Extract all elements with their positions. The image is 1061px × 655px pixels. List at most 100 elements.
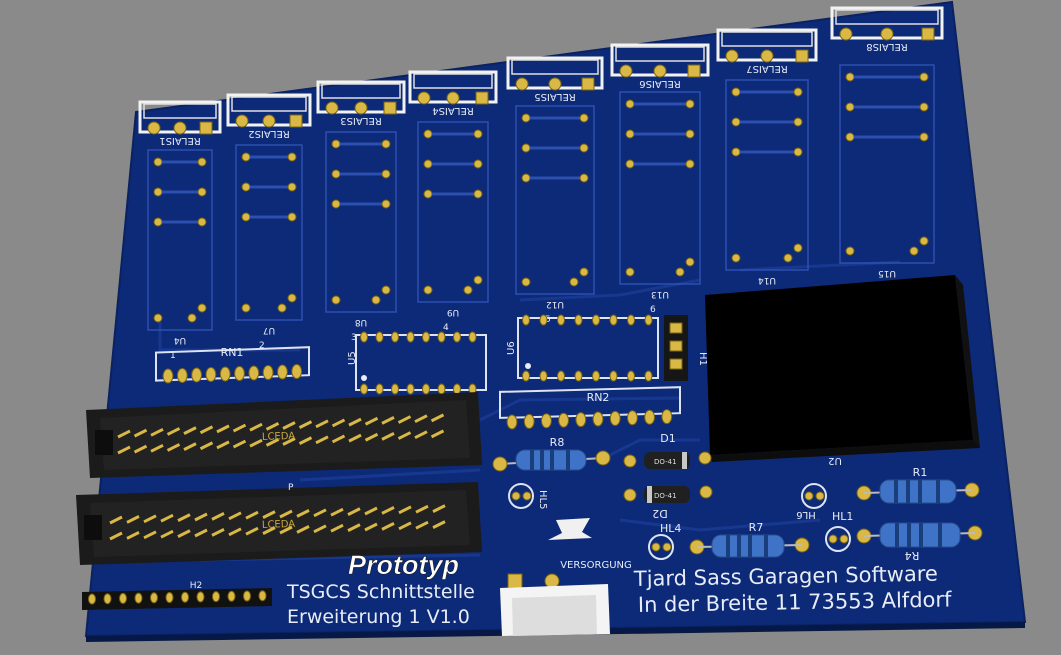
hl1-led: HL1 bbox=[825, 510, 853, 552]
connector-pin bbox=[364, 416, 379, 426]
pad bbox=[557, 314, 565, 326]
relay-pad bbox=[417, 91, 431, 105]
pad bbox=[360, 331, 368, 343]
relay-footprint bbox=[147, 149, 213, 331]
p-label: P bbox=[288, 483, 294, 493]
pad bbox=[165, 592, 174, 603]
connector-pin bbox=[232, 439, 247, 449]
relay-pad bbox=[262, 114, 276, 128]
d1-body-text: DO-41 bbox=[654, 458, 677, 466]
pad bbox=[522, 314, 530, 326]
connector-pin bbox=[282, 421, 296, 430]
relay-pad bbox=[153, 157, 163, 167]
relay-pad bbox=[793, 147, 803, 157]
pad bbox=[557, 370, 565, 382]
relay-label: RELAIS5 bbox=[534, 91, 576, 102]
relay-pad bbox=[625, 99, 635, 109]
relay-pad bbox=[760, 49, 774, 63]
relay-pad bbox=[685, 99, 695, 109]
pad bbox=[541, 413, 552, 429]
relay-label: RELAIS3 bbox=[340, 115, 382, 126]
h2-label: H2 bbox=[190, 581, 203, 591]
pad bbox=[522, 370, 530, 382]
connector-pin bbox=[432, 520, 446, 529]
relay-footprint bbox=[515, 105, 595, 295]
relay-pad bbox=[475, 91, 489, 105]
r1-label: R1 bbox=[913, 466, 928, 479]
pad bbox=[592, 314, 600, 326]
relay-pad bbox=[423, 189, 433, 199]
rn2-label: RN2 bbox=[587, 391, 610, 404]
logo-hat-icon bbox=[548, 518, 592, 540]
connector-pin bbox=[415, 520, 429, 530]
relay-pad bbox=[579, 113, 589, 123]
d1-diode: DO-41 D1 bbox=[623, 432, 712, 469]
pad bbox=[539, 370, 548, 382]
relay-number-label: 6 bbox=[650, 305, 656, 315]
pad bbox=[191, 367, 203, 383]
relay-number-label: 4 bbox=[443, 323, 449, 333]
pad bbox=[391, 383, 399, 395]
u5-ic-socket: U5 bbox=[347, 331, 487, 395]
connector-pin bbox=[432, 504, 446, 513]
pad bbox=[627, 410, 638, 426]
relay-pad bbox=[153, 217, 163, 227]
connector-pin bbox=[133, 428, 148, 438]
d2-diode: DO-41 D2 bbox=[623, 485, 713, 520]
pad bbox=[422, 383, 430, 395]
pad bbox=[437, 331, 446, 343]
connector-pin bbox=[262, 510, 276, 519]
relay-ref-label: U4 bbox=[174, 335, 187, 345]
connector-pin bbox=[249, 422, 263, 432]
relay-pad bbox=[579, 143, 589, 153]
relay-pad bbox=[197, 157, 207, 167]
relay-ref-label: U7 bbox=[263, 325, 275, 335]
pad bbox=[176, 368, 188, 383]
connector-pin bbox=[126, 531, 140, 540]
relay-pad bbox=[619, 64, 633, 78]
lcd-connector-top: LCEDA bbox=[86, 392, 482, 478]
relay-pad bbox=[909, 246, 919, 256]
relay-label: RELAIS2 bbox=[248, 128, 290, 139]
pad bbox=[644, 370, 653, 382]
pad bbox=[248, 365, 260, 381]
connector-pin bbox=[313, 508, 327, 518]
relay-pad bbox=[521, 113, 531, 123]
connector-pin bbox=[126, 515, 140, 524]
connector-pin bbox=[245, 526, 259, 536]
relay-pad bbox=[919, 72, 929, 82]
relay-pad bbox=[423, 129, 433, 139]
relay-pad bbox=[277, 303, 287, 313]
relay-pad bbox=[625, 159, 635, 169]
pad bbox=[609, 370, 618, 382]
connector-pin bbox=[315, 419, 329, 429]
rn1-resistor-network: RN1 bbox=[155, 346, 310, 384]
pad bbox=[644, 409, 655, 425]
connector-pin bbox=[109, 515, 123, 525]
relay-pad bbox=[331, 295, 341, 305]
connector-pin bbox=[245, 510, 259, 520]
title-line-2: Erweiterung 1 V1.0 bbox=[287, 606, 470, 628]
relay-pad bbox=[845, 132, 855, 142]
connector-pin bbox=[262, 526, 276, 535]
relay-pad bbox=[423, 285, 433, 295]
connector-pin bbox=[330, 523, 344, 533]
relay-label: RELAIS8 bbox=[866, 41, 908, 52]
relay-pad bbox=[521, 173, 531, 183]
connector-pin bbox=[364, 432, 379, 442]
connector-pin bbox=[166, 427, 181, 436]
d2-label: D2 bbox=[652, 507, 667, 520]
connector-pin bbox=[177, 513, 191, 522]
relay-pad bbox=[354, 101, 368, 115]
relay-pad bbox=[845, 102, 855, 112]
relay-pad bbox=[187, 313, 197, 323]
relay-ref-label: U15 bbox=[878, 268, 896, 278]
pad bbox=[150, 592, 158, 604]
hl1-label: HL1 bbox=[832, 510, 853, 523]
connector-pin bbox=[282, 437, 296, 446]
relay-pad bbox=[515, 77, 529, 91]
relay-pad bbox=[579, 267, 589, 277]
connector-pin bbox=[414, 414, 428, 424]
relay-pad bbox=[287, 182, 297, 192]
